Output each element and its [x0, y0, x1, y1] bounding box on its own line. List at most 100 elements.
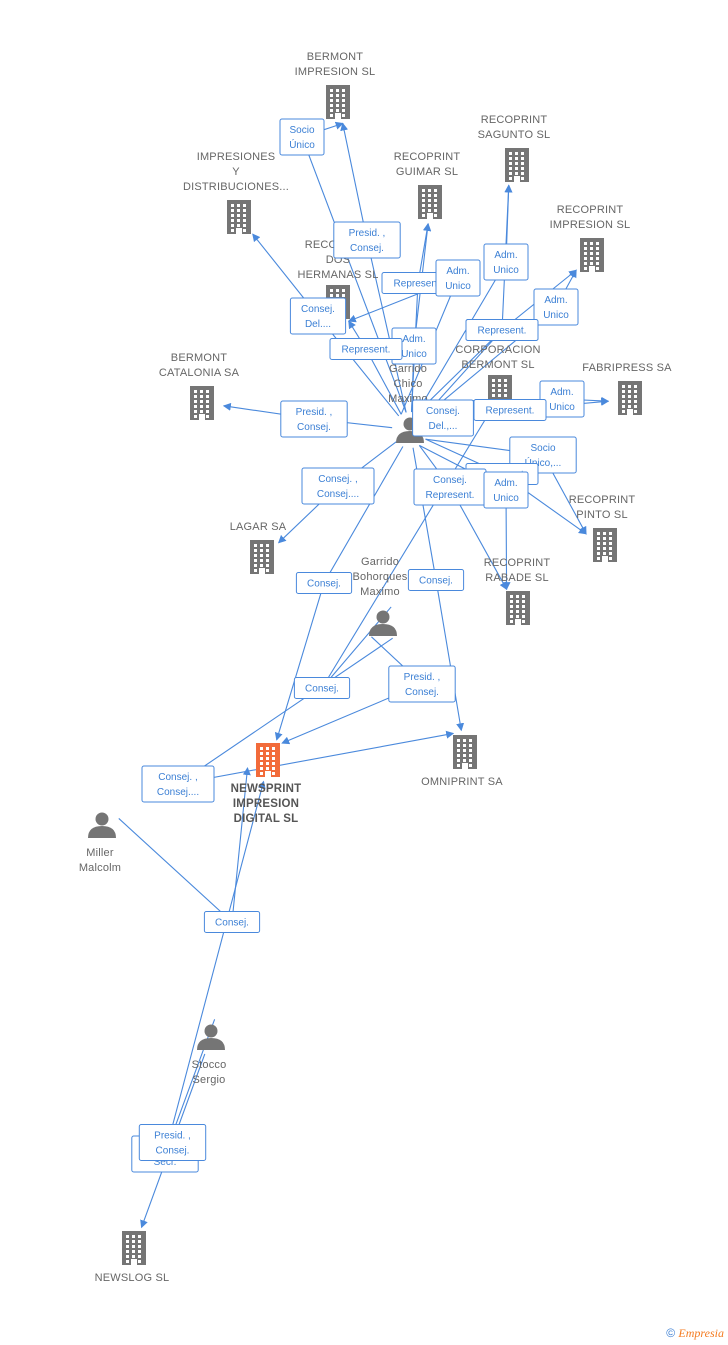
person-name-label[interactable]: Malcolm	[79, 862, 121, 874]
edge-label[interactable]: Consej. ,Consej....	[141, 765, 215, 803]
person-icon[interactable]	[88, 812, 116, 839]
edge-label-text: Consej.	[419, 576, 453, 587]
company-name-label[interactable]: SAGUNTO SL	[478, 129, 551, 141]
company-name-label[interactable]: RECOPRINT	[394, 151, 461, 163]
building-window	[272, 762, 275, 765]
building-window	[469, 744, 472, 747]
building-window	[132, 1250, 135, 1253]
company-name-label[interactable]: CATALONIA SA	[159, 367, 240, 379]
person-icon[interactable]	[197, 1024, 225, 1051]
edge-label[interactable]: Presid. ,Consej.	[280, 400, 348, 438]
building-window	[126, 1250, 129, 1253]
building-window	[237, 214, 240, 217]
company-name-label[interactable]: Y	[232, 166, 240, 178]
edge-label[interactable]: Represent.	[329, 338, 403, 360]
building-window	[342, 89, 345, 92]
building-window	[498, 394, 501, 397]
building-icon[interactable]	[453, 735, 477, 769]
company-name-label[interactable]: IMPRESIONES	[197, 151, 276, 163]
building-icon[interactable]	[326, 85, 350, 119]
company-name-label[interactable]: RECOPRINT	[569, 494, 636, 506]
edge-label[interactable]: Consej.	[293, 677, 351, 699]
building-icon[interactable]	[227, 200, 251, 234]
main-company-building-icon[interactable]	[256, 743, 280, 777]
edge-label[interactable]: Consej.Del.,...	[412, 399, 474, 437]
person-name-label[interactable]: Stocco	[192, 1059, 227, 1071]
building-window	[428, 209, 431, 212]
building-window	[515, 162, 518, 165]
building-window	[422, 199, 425, 202]
edge-label[interactable]: Represent.	[473, 399, 547, 421]
edge-label[interactable]: Consej.	[407, 569, 465, 591]
empresia-footer[interactable]: © Empresia	[666, 1326, 724, 1341]
building-window	[504, 384, 507, 387]
company-name-label[interactable]: OMNIPRINT SA	[421, 776, 503, 788]
edge-label[interactable]: Consej. ,Consej....	[301, 467, 375, 505]
company-name-label[interactable]: RECOPRINT	[557, 204, 624, 216]
company-name-label[interactable]: RECOPRINT	[484, 557, 551, 569]
company-name-label[interactable]: DIGITAL SL	[234, 813, 299, 825]
edge-label-text: Consej....	[317, 489, 359, 500]
building-window	[628, 395, 631, 398]
edge-label[interactable]: Adm.Unico	[435, 259, 481, 297]
edge-label[interactable]: Represent.	[465, 319, 539, 341]
building-door	[131, 1259, 137, 1265]
company-name-label[interactable]: NEWSPRINT	[231, 783, 302, 795]
person-name-label[interactable]: Sergio	[193, 1074, 226, 1086]
company-name-label[interactable]: BERMONT SL	[461, 359, 534, 371]
edge-label[interactable]: Adm.Unico	[483, 243, 529, 281]
edge-label[interactable]: Presid. ,Consej.	[333, 221, 401, 259]
company-name-label[interactable]: IMPRESION SL	[550, 219, 631, 231]
edge-label[interactable]: Presid. ,Consej.	[388, 665, 456, 703]
building-icon[interactable]	[122, 1231, 146, 1265]
building-window	[634, 410, 637, 413]
building-window	[504, 389, 507, 392]
edge-label[interactable]: Adm.Unico	[539, 380, 585, 418]
building-icon[interactable]	[593, 528, 617, 562]
edge-label[interactable]: Adm.Unico	[533, 288, 579, 326]
person-name-label[interactable]: Maximo	[360, 586, 400, 598]
company-name-label[interactable]: DISTRIBUCIONES...	[183, 181, 289, 193]
company-name-label[interactable]: LAGAR SA	[230, 521, 287, 533]
building-window	[266, 757, 269, 760]
company-name-label[interactable]: IMPRESION	[233, 798, 299, 810]
person-name-label[interactable]: Miller	[86, 847, 114, 859]
company-name-label[interactable]: RECOPRINT	[481, 114, 548, 126]
building-window	[492, 384, 495, 387]
edge-label[interactable]: Consej.	[295, 572, 353, 594]
building-icon[interactable]	[250, 540, 274, 574]
building-icon[interactable]	[580, 238, 604, 272]
edge-label[interactable]: Presid. ,Consej.	[138, 1124, 207, 1161]
person-icon[interactable]	[369, 610, 397, 637]
company-name-label[interactable]: NEWSLOG SL	[95, 1272, 170, 1284]
building-window	[463, 754, 466, 757]
company-name-label[interactable]: PINTO SL	[576, 509, 628, 521]
building-icon[interactable]	[418, 185, 442, 219]
company-name-label[interactable]: BERMONT	[171, 352, 227, 364]
person-name-label[interactable]: Chico	[393, 378, 422, 390]
company-name-label[interactable]: GUIMAR SL	[396, 166, 458, 178]
company-name-label[interactable]: FABRIPRESS SA	[582, 362, 672, 374]
building-icon[interactable]	[506, 591, 530, 625]
building-window	[590, 262, 593, 265]
building-window	[609, 552, 612, 555]
building-window	[336, 94, 339, 97]
edge-label[interactable]: Consej.Del....	[289, 297, 347, 335]
building-icon[interactable]	[190, 386, 214, 420]
building-window	[521, 177, 524, 180]
company-name-label[interactable]: BERMONT	[307, 51, 363, 63]
person-name-label[interactable]: Garrido	[361, 556, 399, 568]
person-name-label[interactable]: Bohorques	[352, 571, 407, 583]
building-icon[interactable]	[505, 148, 529, 182]
company-name-label[interactable]: RABADE SL	[485, 572, 549, 584]
building-icon[interactable]	[618, 381, 642, 415]
edge-label[interactable]: Consej.	[203, 911, 261, 933]
building-window	[510, 615, 513, 618]
edge-label[interactable]: Consej.Represent.	[413, 468, 487, 506]
edge-label[interactable]: Adm.Unico	[483, 471, 529, 509]
person-name-label[interactable]: Garrido	[389, 363, 427, 375]
company-name-label[interactable]: HERMANAS SL	[297, 269, 378, 281]
company-name-label[interactable]: CORPORACION	[455, 344, 540, 356]
company-name-label[interactable]: IMPRESION SL	[295, 66, 376, 78]
